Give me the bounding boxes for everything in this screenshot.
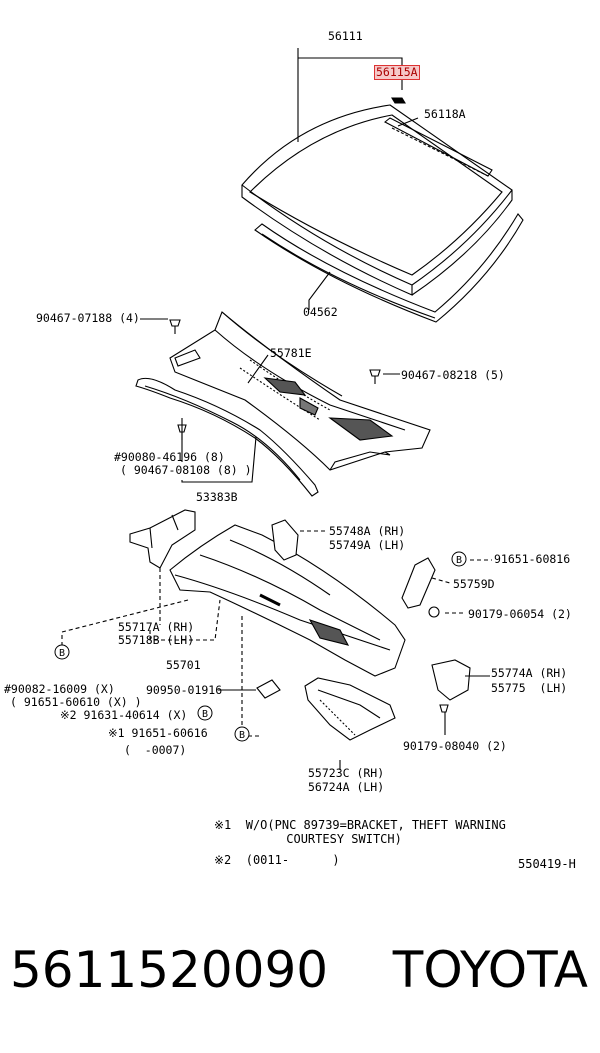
moulding-strip [383, 117, 493, 177]
label-55774a[interactable]: 55774A (RH) [491, 666, 568, 680]
label-90179-06054[interactable]: 90179-06054 (2) [468, 607, 572, 621]
bracket-55774a [431, 659, 471, 701]
label-55718b[interactable]: 55718B (LH) [118, 633, 195, 647]
label-91651-60816[interactable]: 91651-60816 [494, 552, 571, 566]
label-90080-46196[interactable]: #90080-46196 (8) [114, 450, 225, 464]
label-90467-08108[interactable]: ( 90467-08108 (8) ) [120, 463, 252, 477]
hinge-bracket [271, 519, 299, 561]
label-55701[interactable]: 55701 [166, 658, 201, 672]
ref-b-3: B [202, 709, 208, 720]
label-91651-60616[interactable]: ※1 91651-60616 [108, 726, 208, 740]
cowl-panel [169, 524, 406, 677]
windshield-glass [241, 104, 513, 296]
clip-piece [391, 97, 406, 104]
label-55723c[interactable]: 55723C (RH) [308, 766, 385, 780]
ref-b-4: B [239, 730, 245, 741]
note-2: ※2 (0011- ) [214, 853, 340, 867]
diagram-code: 550419-H [518, 857, 576, 871]
label-90179-08040[interactable]: 90179-08040 (2) [403, 739, 507, 753]
part-number: 5611520090 [10, 941, 329, 999]
label-56111[interactable]: 56111 [328, 29, 363, 43]
label-55748a[interactable]: 55748A (RH) [329, 524, 406, 538]
label-04562[interactable]: 04562 [303, 305, 338, 319]
cowl-bracket-left [129, 509, 196, 569]
cowl-top-panel [169, 311, 431, 471]
label-55717a[interactable]: 55717A (RH) [118, 620, 195, 634]
note-1: ※1 W/O(PNC 89739=BRACKET, THEFT WARNING … [214, 818, 506, 846]
side-cover [304, 677, 396, 741]
footer-caption: 5611520090 TOYOTA [0, 940, 600, 1010]
label-55749a[interactable]: 55749A (LH) [329, 538, 406, 552]
ref-circle-b-1 [451, 551, 467, 567]
cowl-seal [135, 377, 319, 497]
ref-circle-b-2 [54, 644, 70, 660]
ref-b-2: B [59, 648, 65, 659]
label-56118a[interactable]: 56118A [424, 107, 466, 121]
dam-rubber [254, 213, 524, 323]
brand-name: TOYOTA [392, 941, 588, 999]
label-90467-07188[interactable]: 90467-07188 (4) [36, 311, 140, 325]
ref-b-1: B [456, 555, 462, 566]
ref-circle-b-4 [234, 726, 250, 742]
parts-diagram: B B B B [54, 48, 524, 770]
label-90082-16009[interactable]: #90082-16009 (X) [4, 682, 115, 696]
label-56724a[interactable]: 56724A (LH) [308, 780, 385, 794]
bracket-55759d [401, 557, 436, 609]
label-0007: ( -0007) [124, 743, 187, 757]
label-91631-40614[interactable]: ※2 91631-40614 (X) [60, 708, 188, 722]
label-53383b[interactable]: 53383B [196, 490, 238, 504]
label-91651-60610[interactable]: ( 91651-60610 (X) ) [10, 695, 142, 709]
label-55781e[interactable]: 55781E [270, 346, 312, 360]
label-56115a-highlighted[interactable]: 56115A [374, 65, 420, 80]
label-55775[interactable]: 55775 (LH) [491, 681, 568, 695]
label-90950-01916[interactable]: 90950-01916 [146, 683, 223, 697]
label-90467-08218[interactable]: 90467-08218 (5) [401, 368, 505, 382]
ref-circle-b-3 [197, 705, 213, 721]
label-55759d[interactable]: 55759D [453, 577, 495, 591]
